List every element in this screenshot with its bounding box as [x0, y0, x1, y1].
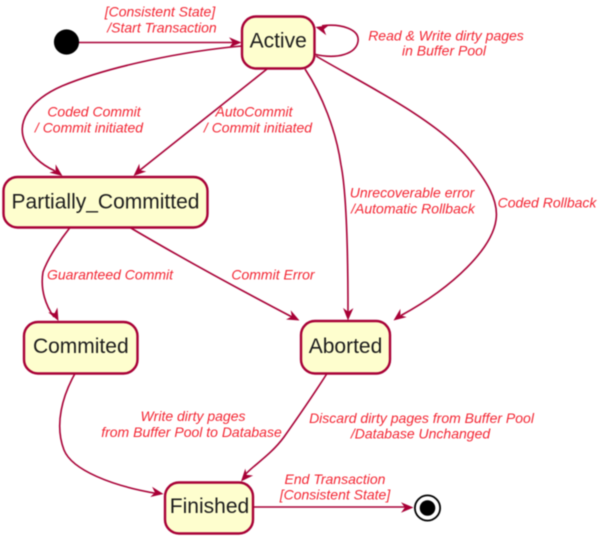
- svg-text:Commit Error: Commit Error: [231, 267, 316, 283]
- svg-text:[Consistent State]: [Consistent State]: [279, 487, 392, 503]
- svg-text:Commited: Commited: [33, 335, 129, 358]
- svg-text:Active: Active: [250, 30, 307, 53]
- svg-text:/Database Unchanged: /Database Unchanged: [350, 426, 492, 442]
- svg-text:[Consistent State]: [Consistent State]: [104, 4, 217, 20]
- svg-text:/ Commit initiated: / Commit initiated: [34, 120, 144, 136]
- svg-text:/Automatic Rollback: /Automatic Rollback: [350, 201, 476, 217]
- svg-text:/ Commit initiated: / Commit initiated: [203, 120, 313, 136]
- svg-text:Partially_Committed: Partially_Committed: [12, 191, 200, 214]
- svg-text:Aborted: Aborted: [309, 335, 383, 358]
- svg-text:in Buffer Pool: in Buffer Pool: [402, 43, 487, 59]
- svg-text:Read & Write dirty pages: Read & Write dirty pages: [368, 28, 524, 44]
- svg-text:/Start Transaction: /Start Transaction: [106, 20, 217, 36]
- svg-text:Finished: Finished: [170, 495, 249, 518]
- svg-text:Guaranteed Commit: Guaranteed Commit: [47, 267, 174, 283]
- svg-text:End Transaction: End Transaction: [285, 471, 386, 487]
- svg-text:Unrecoverable error: Unrecoverable error: [350, 185, 476, 201]
- svg-text:Coded Commit: Coded Commit: [47, 104, 141, 120]
- svg-text:Coded Rollback: Coded Rollback: [498, 195, 598, 211]
- svg-text:from Buffer Pool to Database: from Buffer Pool to Database: [101, 424, 282, 440]
- svg-text:AutoCommit: AutoCommit: [214, 104, 293, 120]
- svg-text:Write dirty pages: Write dirty pages: [140, 408, 245, 424]
- svg-text:Discard dirty pages from Buffe: Discard dirty pages from Buffer Pool: [309, 410, 535, 426]
